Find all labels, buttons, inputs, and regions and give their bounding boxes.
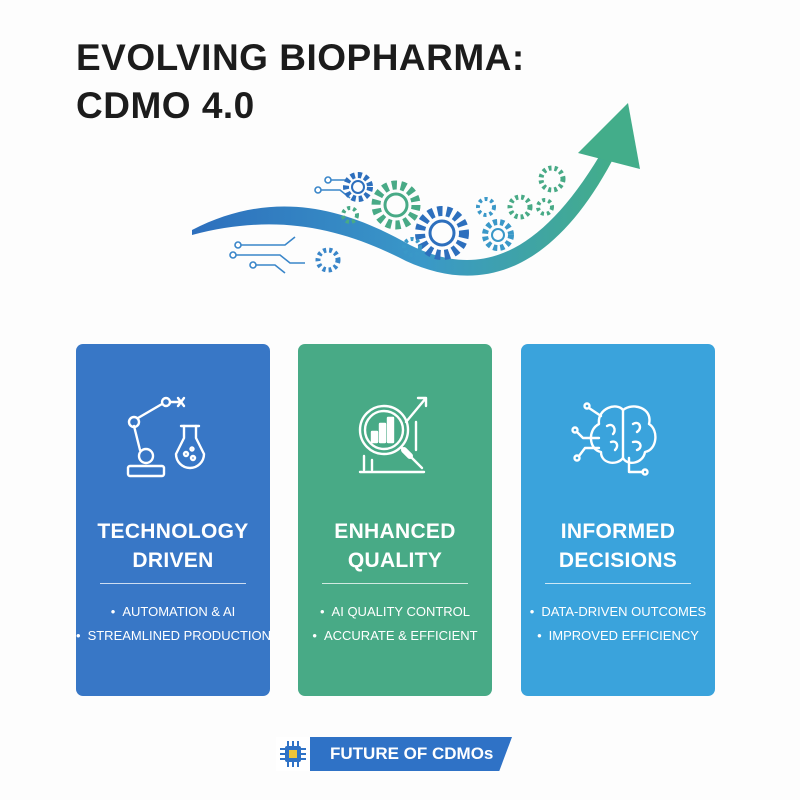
bullet-icon: • (319, 604, 325, 619)
bullet-text: STREAMLINED PRODUCTION (87, 628, 272, 643)
bullet-list: • AUTOMATION & AI • STREAMLINED PRODUCTION (76, 600, 272, 648)
brain-circuit-icon (571, 402, 657, 476)
bullet-text: AUTOMATION & AI (122, 604, 236, 619)
bullet-icon: • (312, 628, 317, 643)
card-heading-line-1: TECHNOLOGY (97, 520, 249, 543)
bullet-text: IMPROVED EFFICIENCY (548, 628, 699, 643)
bullet-list: • DATA-DRIVEN OUTCOMES • IMPROVED EFFICIEN… (521, 600, 715, 648)
growth-arrow-gears-icon (192, 103, 640, 276)
bullet-icon: • (76, 628, 81, 643)
title-line-2: CDMO 4.0 (76, 85, 255, 126)
robot-arm-flask-icon (126, 396, 206, 478)
bullet-text: AI QUALITY CONTROL (331, 604, 471, 619)
title-line-1: EVOLVING BIOPHARMA: (76, 37, 525, 78)
card-informed-decisions: INFORMED DECISIONS • DATA-DRIVEN OUTCOMES… (521, 344, 715, 696)
bullet-list: • AI QUALITY CONTROL • ACCURATE & EFFICIEN… (298, 600, 492, 648)
bullet-icon: • (110, 604, 116, 619)
card-heading-line-2: DRIVEN (132, 549, 214, 572)
card-enhanced-quality: ENHANCED QUALITY • AI QUALITY CONTROL • AC… (298, 344, 492, 696)
bullet-text: DATA-DRIVEN OUTCOMES (541, 604, 707, 619)
card-heading: INFORMED DECISIONS (521, 517, 715, 575)
card-technology-driven: TECHNOLOGY DRIVEN • AUTOMATION & AI • STRE… (76, 344, 272, 696)
card-heading: TECHNOLOGY DRIVEN (76, 517, 270, 575)
card-heading-line-1: ENHANCED (334, 520, 456, 543)
list-item: • AUTOMATION & AI (76, 600, 270, 624)
list-item: • DATA-DRIVEN OUTCOMES (521, 600, 715, 624)
microchip-icon (276, 737, 310, 771)
list-item: • ACCURATE & EFFICIENT (298, 624, 492, 648)
page-title: EVOLVING BIOPHARMA: CDMO 4.0 (76, 34, 525, 130)
bullet-text: ACCURATE & EFFICIENT (323, 628, 478, 643)
card-heading-line-2: DECISIONS (558, 549, 678, 572)
bullet-icon: • (529, 604, 535, 619)
divider (322, 583, 468, 584)
divider (100, 583, 246, 584)
card-heading-line-1: INFORMED (560, 520, 676, 543)
card-heading-line-2: QUALITY (347, 549, 443, 572)
magnifier-chart-icon (358, 396, 428, 474)
list-item: • IMPROVED EFFICIENCY (521, 624, 715, 648)
bullet-icon: • (537, 628, 542, 643)
footer-label: FUTURE OF CDMOs (330, 744, 494, 763)
footer-bar (300, 737, 512, 771)
list-item: • STREAMLINED PRODUCTION (76, 624, 272, 648)
list-item: • AI QUALITY CONTROL (298, 600, 492, 624)
divider (545, 583, 691, 584)
footer-banner: FUTURE OF CDMOs (276, 737, 512, 771)
card-heading: ENHANCED QUALITY (298, 517, 492, 575)
